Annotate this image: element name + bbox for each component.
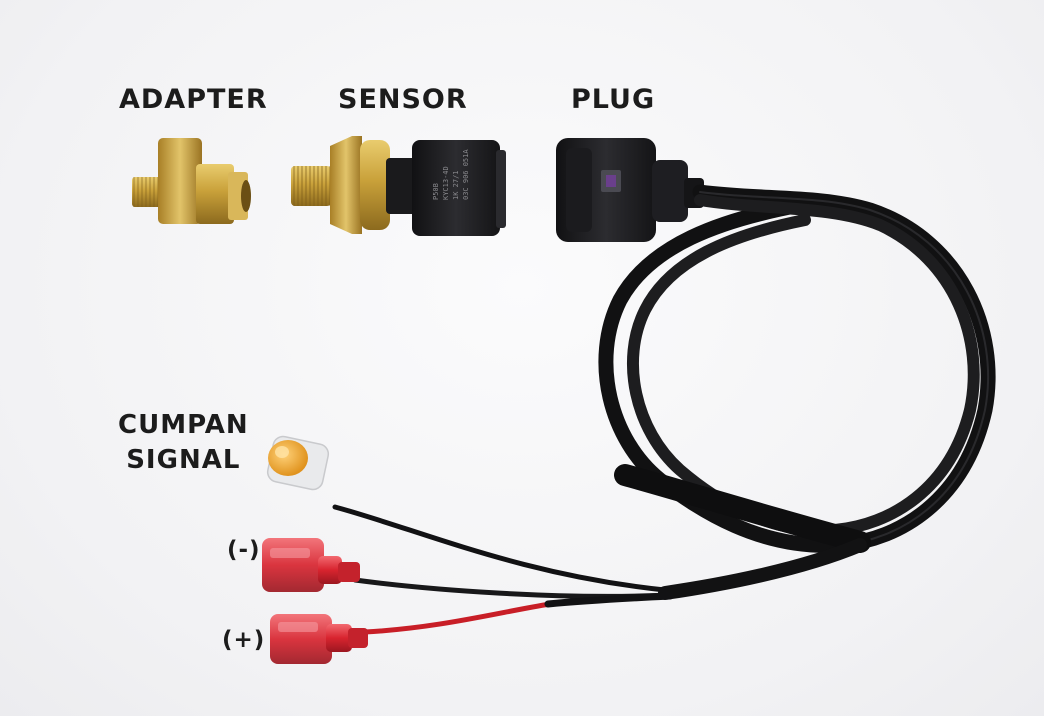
wiring-plug (556, 138, 704, 242)
positive-label: (+) (222, 627, 266, 653)
cable-harness (598, 184, 996, 600)
splice-connector (266, 435, 330, 491)
sensor-marking-3: KYC13-4D (442, 166, 450, 200)
negative-terminal (262, 538, 360, 592)
cumpan-label-line1: CUMPAN (118, 410, 249, 440)
brass-adapter (132, 138, 251, 224)
cumpan-label-line2: SIGNAL (126, 445, 241, 475)
negative-label: (-) (227, 537, 261, 563)
sensor-marking-2: 1K 27/1 (452, 170, 460, 200)
signal-wires (332, 504, 674, 635)
sensor-label: SENSOR (338, 84, 468, 115)
plug-label: PLUG (571, 84, 656, 115)
adapter-label: ADAPTER (119, 84, 268, 115)
positive-terminal (270, 614, 368, 664)
pressure-sensor: 03C 906 051A 1K 27/1 KYC13-4D P50B (291, 136, 506, 236)
sensor-marking-4: P50B (432, 183, 440, 200)
cumpan-signal-label: CUMPAN SIGNAL (118, 408, 249, 478)
sensor-marking-1: 03C 906 051A (462, 149, 470, 200)
